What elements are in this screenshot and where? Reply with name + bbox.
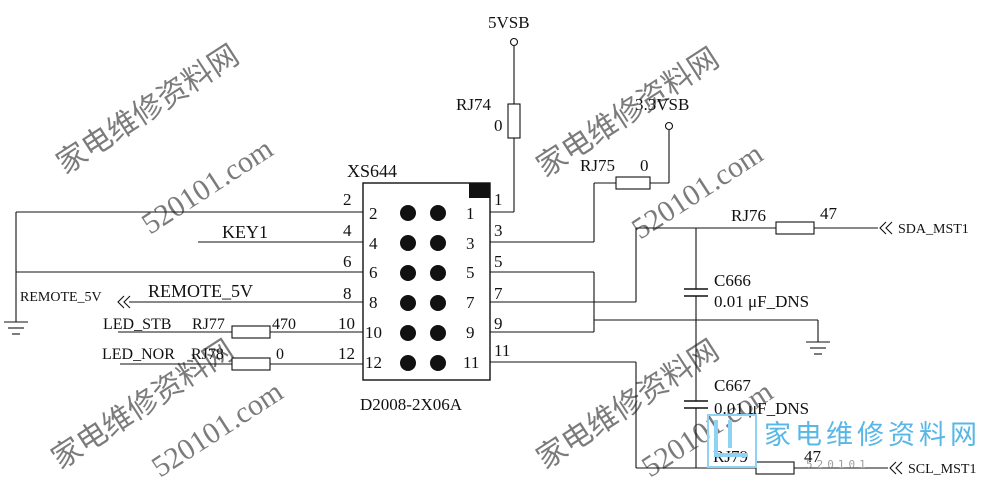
logo-mark	[707, 414, 757, 468]
resistor-rj75-ref: RJ75	[580, 156, 615, 175]
rj74-branch: 5VSB RJ74 0	[456, 13, 530, 213]
connector-pad	[430, 325, 446, 341]
net-label-led-nor: LED_NOR	[102, 346, 175, 363]
connector-xs644: XS644 D2008-2X06A 2 4 6 8 10 12 1 3 5 7 …	[338, 161, 510, 414]
pin-number: 4	[369, 234, 378, 253]
port-arrow	[895, 461, 903, 475]
pin-number: 5	[466, 263, 475, 282]
pin-number: 6	[369, 263, 378, 282]
resistor-rj78-ref: RJ78	[191, 346, 224, 363]
connector-pad	[430, 205, 446, 221]
left-wiring: KEY1 REMOTE_5V REMOTE_5V LED_STB RJ77 47…	[4, 211, 363, 371]
pin-number: 8	[369, 293, 378, 312]
port-arrow	[117, 295, 125, 309]
pin-label: 2	[343, 190, 352, 209]
connector-pad	[430, 295, 446, 311]
connector-pad	[400, 325, 416, 341]
net-label-led-stb: LED_STB	[103, 316, 171, 333]
logo-glyph	[714, 420, 748, 457]
pin-number: 2	[369, 204, 378, 223]
pin-label: 10	[338, 314, 355, 333]
port-label-remote5v: REMOTE_5V	[20, 290, 102, 305]
pin-label: 6	[343, 252, 352, 271]
connector-pads	[400, 205, 446, 371]
pin1-marker	[469, 183, 490, 198]
pin-number: 11	[463, 353, 479, 372]
connector-pad	[430, 265, 446, 281]
capacitor-c667-value: 0.01 μF_DNS	[714, 399, 809, 418]
port-label-sda: SDA_MST1	[898, 222, 969, 237]
resistor-rj76-ref: RJ76	[731, 206, 766, 225]
pin-label: 12	[338, 344, 355, 363]
resistor-rj77-ref: RJ77	[192, 316, 225, 333]
resistor-rj75	[615, 176, 651, 190]
pin-number: 12	[365, 353, 382, 372]
pin-label: 1	[494, 190, 503, 209]
resistor-rj74	[507, 103, 521, 139]
port-arrow	[879, 221, 887, 235]
pin-label: 11	[494, 341, 510, 360]
pin-number: 1	[466, 204, 475, 223]
resistor-rj76-value: 47	[820, 204, 838, 223]
power-label-3v3sb: 3.3VSB	[635, 95, 689, 114]
resistor-rj75-value: 0	[640, 156, 649, 175]
connector-pad	[400, 355, 416, 371]
resistor-rj78	[231, 357, 271, 371]
resistor-rj74-ref: RJ74	[456, 95, 491, 114]
connector-pad	[400, 205, 416, 221]
pin-label: 3	[494, 221, 503, 240]
power-terminal-5vsb	[509, 37, 519, 47]
capacitor-c666-value: 0.01 μF_DNS	[714, 292, 809, 311]
pin-label: 8	[343, 284, 352, 303]
resistor-rj77	[231, 325, 271, 339]
rj75-branch: 3.3VSB RJ75 0	[490, 95, 689, 243]
connector-pad	[400, 235, 416, 251]
pin-number: 7	[466, 293, 475, 312]
connector-pad	[430, 355, 446, 371]
capacitor-c666-ref: C666	[714, 271, 751, 290]
connector-pad	[430, 235, 446, 251]
resistor-rj74-value: 0	[494, 116, 503, 135]
connector-pad	[400, 265, 416, 281]
power-terminal-3v3sb	[664, 121, 674, 131]
logo-text: 家电维修资料网	[764, 420, 981, 451]
resistor-rj79-value: 47	[804, 447, 822, 466]
watermark-domain: 520101.com	[626, 137, 769, 246]
pin-number: 9	[466, 323, 475, 342]
pin-label: 5	[494, 252, 503, 271]
pin-label: 9	[494, 314, 503, 333]
pin-label: 7	[494, 284, 503, 303]
connector-ref: XS644	[347, 161, 397, 181]
port-arrow	[889, 461, 897, 475]
pin-number: 3	[466, 234, 475, 253]
watermark-text: 家电维修资料网	[51, 39, 245, 181]
site-logo: 家电维修资料网 520101	[707, 414, 981, 471]
pin-number: 10	[365, 323, 382, 342]
port-arrow	[885, 221, 893, 235]
connector-pad	[400, 295, 416, 311]
capacitor-c667-ref: C667	[714, 376, 751, 395]
watermark-text: 家电维修资料网	[531, 42, 725, 184]
net-label-key1: KEY1	[222, 222, 268, 242]
pin-label: 4	[343, 221, 352, 240]
power-label-5vsb: 5VSB	[488, 13, 530, 32]
logo-domain: 520101	[806, 458, 870, 471]
resistor-rj77-value: 470	[272, 316, 296, 333]
net-label-remote5v: REMOTE_5V	[148, 281, 253, 301]
port-label-scl: SCL_MST1	[908, 462, 976, 477]
connector-body	[362, 182, 491, 381]
resistor-rj79	[755, 461, 795, 475]
connector-part: D2008-2X06A	[360, 395, 463, 414]
port-arrow	[123, 295, 131, 309]
resistor-rj76	[775, 221, 815, 235]
resistor-rj78-value: 0	[276, 346, 284, 363]
right-wiring: SDA_MST1 RJ76 47 C666 0.01 μF_DNS C667 0…	[490, 204, 976, 477]
